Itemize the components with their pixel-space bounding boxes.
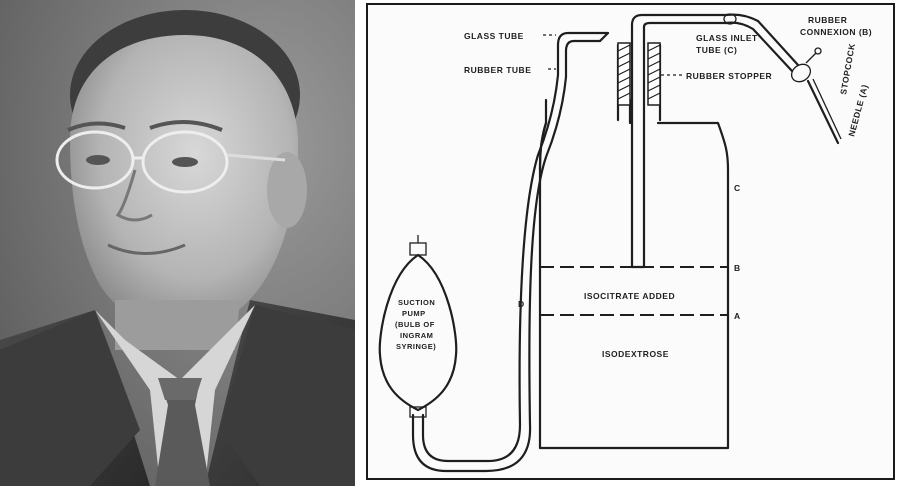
rubber-connexion (724, 13, 800, 67)
label-glass-inlet-tube-2: TUBE (C) (696, 45, 737, 55)
label-needle: NEEDLE (A) (846, 83, 870, 137)
apparatus-drawing: GLASS TUBE RUBBER TUBE GLASS INLET TUBE … (378, 13, 872, 473)
glass-inlet-tube (630, 13, 728, 269)
label-glass-inlet-tube-1: GLASS INLET (696, 33, 758, 43)
label-level-a: A (734, 311, 741, 321)
label-level-c: C (734, 183, 741, 193)
label-level-d: D (518, 299, 525, 309)
label-suction-pump-2: PUMP (402, 309, 426, 318)
label-rubber-connexion-1: RUBBER (808, 15, 847, 25)
label-rubber-stopper: RUBBER STOPPER (686, 71, 772, 81)
label-rubber-connexion-2: CONNEXION (B) (800, 27, 872, 37)
label-suction-pump-3: (BULB OF (395, 320, 435, 329)
label-stopcock: STOPCOCK (838, 42, 857, 95)
label-suction-pump-5: SYRINGE) (396, 342, 436, 351)
label-isodextrose: ISODEXTROSE (602, 349, 669, 359)
label-rubber-tube: RUBBER TUBE (464, 65, 531, 75)
portrait-photo (0, 0, 355, 486)
label-glass-tube: GLASS TUBE (464, 31, 524, 41)
rubber-stopper (617, 42, 661, 106)
apparatus-diagram: GLASS TUBE RUBBER TUBE GLASS INLET TUBE … (366, 3, 895, 480)
bottle-outline (538, 98, 730, 450)
glass-tube (421, 31, 610, 463)
label-isocitrate-added: ISOCITRATE ADDED (584, 291, 675, 301)
label-level-b: B (734, 263, 741, 273)
portrait-image (0, 0, 355, 486)
needle (806, 79, 840, 145)
suction-pump (378, 235, 458, 418)
label-suction-pump-1: SUCTION (398, 298, 435, 307)
label-suction-pump-4: INGRAM (400, 331, 433, 340)
stopcock (790, 47, 822, 83)
